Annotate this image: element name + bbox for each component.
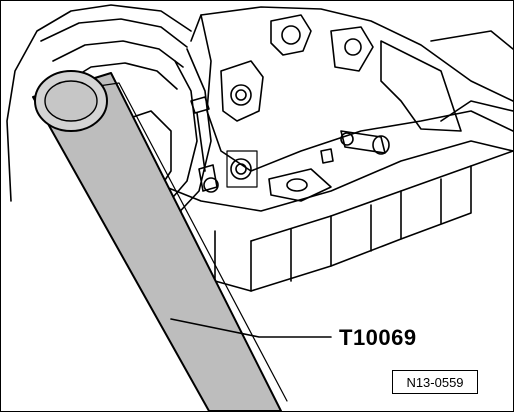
callout-leader [170,318,332,338]
tool-callout-label: T10069 [339,325,417,350]
figure-id-box: N13-0559 [392,370,478,394]
tool-bar [32,70,288,411]
figure-id: N13-0559 [406,374,464,390]
engine-block [150,6,513,292]
